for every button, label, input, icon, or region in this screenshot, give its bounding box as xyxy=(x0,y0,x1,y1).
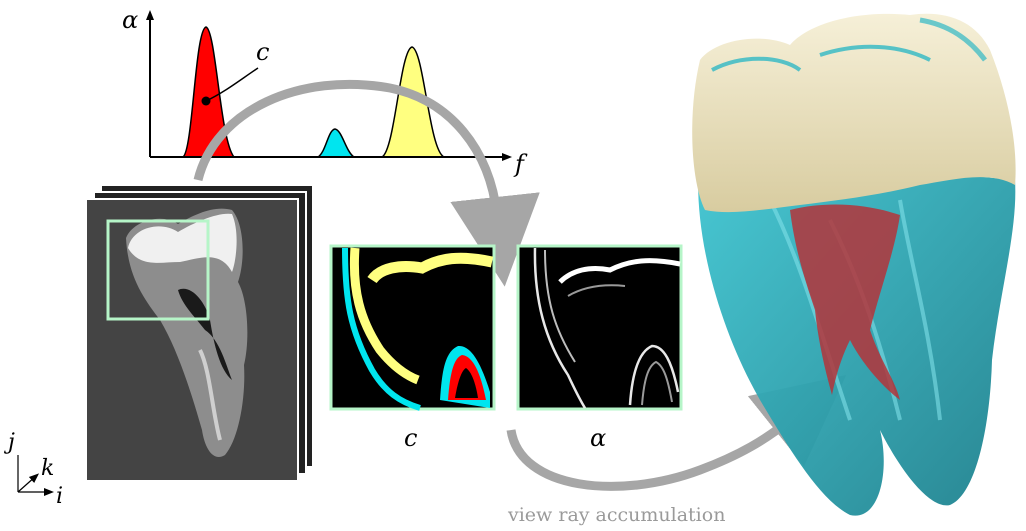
axis-k-label: k xyxy=(41,456,55,481)
pulp-section xyxy=(178,288,232,380)
classification-label: c xyxy=(404,424,418,452)
tooth-section xyxy=(126,208,248,458)
red-peak xyxy=(180,26,236,158)
axis-j-label: j xyxy=(8,430,15,455)
tf-peak-callout-label: c xyxy=(256,38,270,66)
cyan-peak xyxy=(315,128,357,158)
callout-line xyxy=(205,67,259,102)
tooth-crown xyxy=(692,13,1016,213)
tooth-pulp xyxy=(790,204,900,400)
classification-panel xyxy=(329,244,496,411)
yellow-peak xyxy=(381,46,445,158)
ct-slice-stack xyxy=(85,184,314,482)
tf-x-axis-label: f xyxy=(515,150,524,178)
axis-i-label: i xyxy=(56,484,64,509)
render-caption: view ray accumulation xyxy=(508,504,726,526)
rendered-tooth xyxy=(692,13,1016,516)
callout-dot xyxy=(201,96,211,106)
opacity-panel xyxy=(516,244,683,411)
opacity-label: α xyxy=(590,424,607,452)
roi-box xyxy=(106,219,210,321)
arrow-panels-to-render xyxy=(506,375,847,491)
arrow-tf-to-panels xyxy=(193,79,540,287)
axis-glyph xyxy=(17,455,54,496)
tf-y-axis-label: α xyxy=(122,6,139,34)
